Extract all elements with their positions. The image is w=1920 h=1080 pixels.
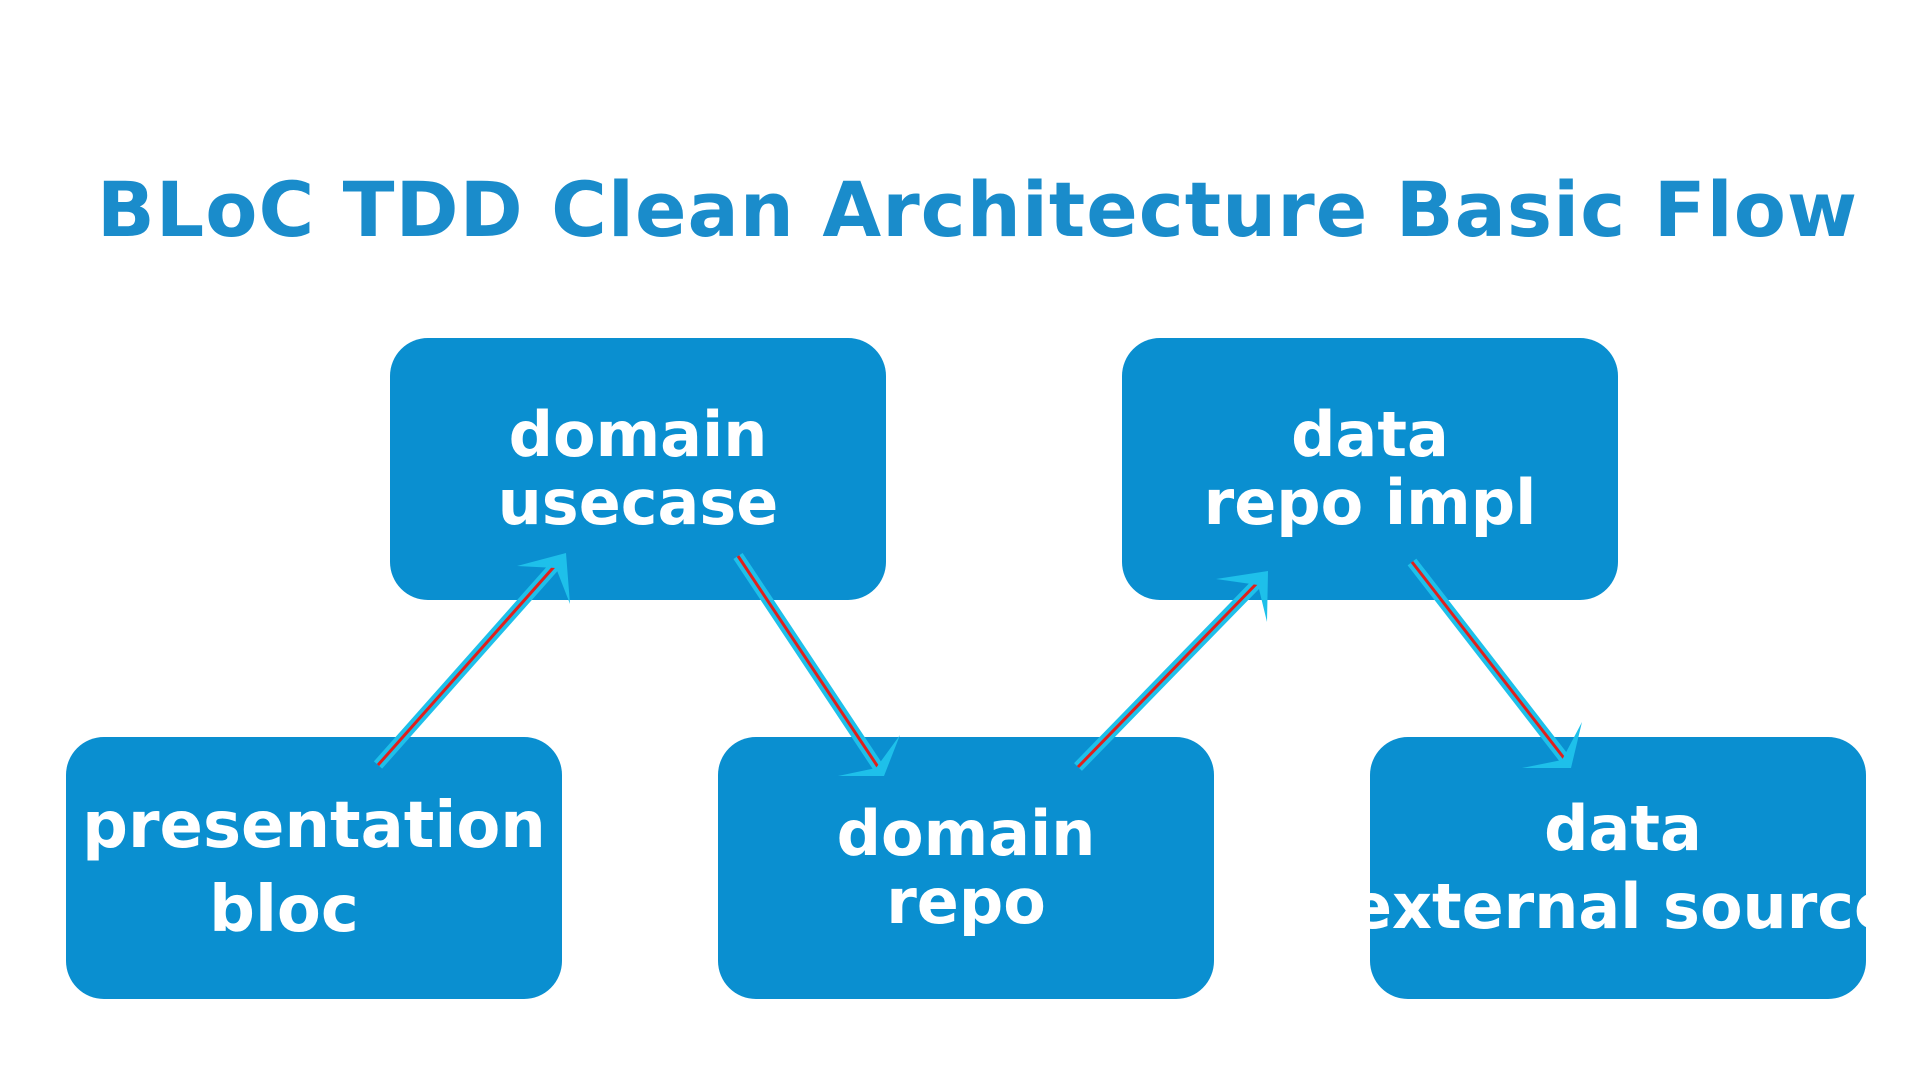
node-data-repo-impl: data repo impl [1122,338,1618,600]
node-domain-usecase-line1: domain [508,397,768,471]
node-domain-repo-line2: repo [886,865,1046,938]
node-domain-usecase: domain usecase [390,338,886,600]
node-data-external-source: data external source [1350,737,1896,999]
node-domain-usecase-line2: usecase [497,466,779,539]
diagram-title: BLoC TDD Clean Architecture Basic Flow [96,165,1859,254]
node-presentation-bloc-line2: bloc [209,873,359,947]
node-data-external-source-line2: external source [1349,870,1897,943]
node-data-repo-impl-line1: data [1291,397,1449,471]
node-presentation-bloc-line1: presentation [82,788,546,863]
node-data-repo-impl-line2: repo impl [1203,466,1537,539]
node-domain-repo-line1: domain [836,796,1096,870]
node-domain-repo: domain repo [718,737,1214,999]
node-data-external-source-line1: data [1544,791,1702,865]
node-presentation-bloc: presentation bloc [66,737,562,999]
